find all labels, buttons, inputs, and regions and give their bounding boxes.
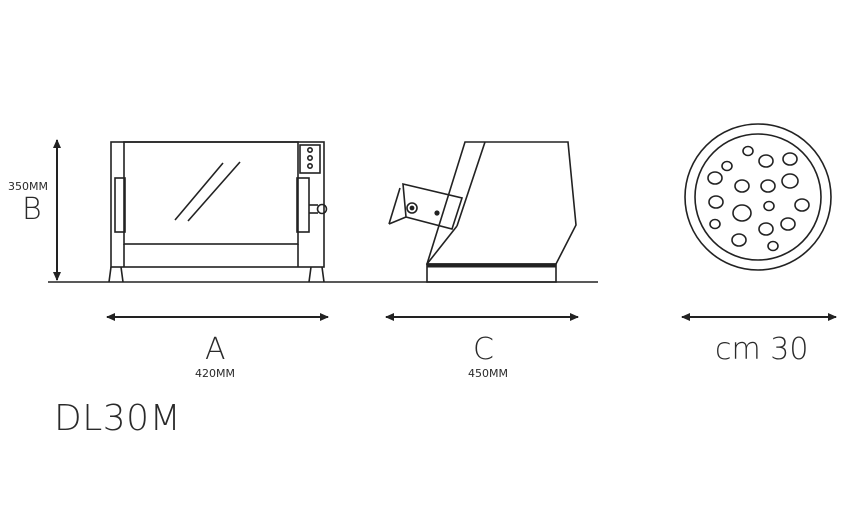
side-view — [388, 141, 577, 283]
height-value: 350MM — [8, 180, 48, 193]
width-letter: A — [205, 332, 226, 367]
model-name: DL30M — [54, 398, 182, 439]
side-knob — [316, 203, 328, 215]
front-body-outline — [110, 141, 325, 268]
side-base — [426, 263, 557, 283]
pizza-icon — [684, 123, 832, 271]
left-roller — [114, 177, 126, 233]
control-panel — [299, 144, 321, 174]
side-body-outline — [425, 141, 577, 265]
front-view — [108, 141, 328, 283]
width-value: 420MM — [195, 367, 235, 380]
glass-reflection — [174, 162, 224, 221]
depth-value: 450MM — [468, 367, 508, 380]
depth-letter: C — [473, 332, 494, 367]
height-letter: B — [22, 192, 42, 227]
front-inner-panel — [123, 141, 299, 245]
pizza-size-label: cm 30 — [715, 332, 809, 367]
front-feet — [108, 266, 325, 283]
handle-pivot — [406, 202, 418, 214]
side-handle — [402, 182, 464, 230]
